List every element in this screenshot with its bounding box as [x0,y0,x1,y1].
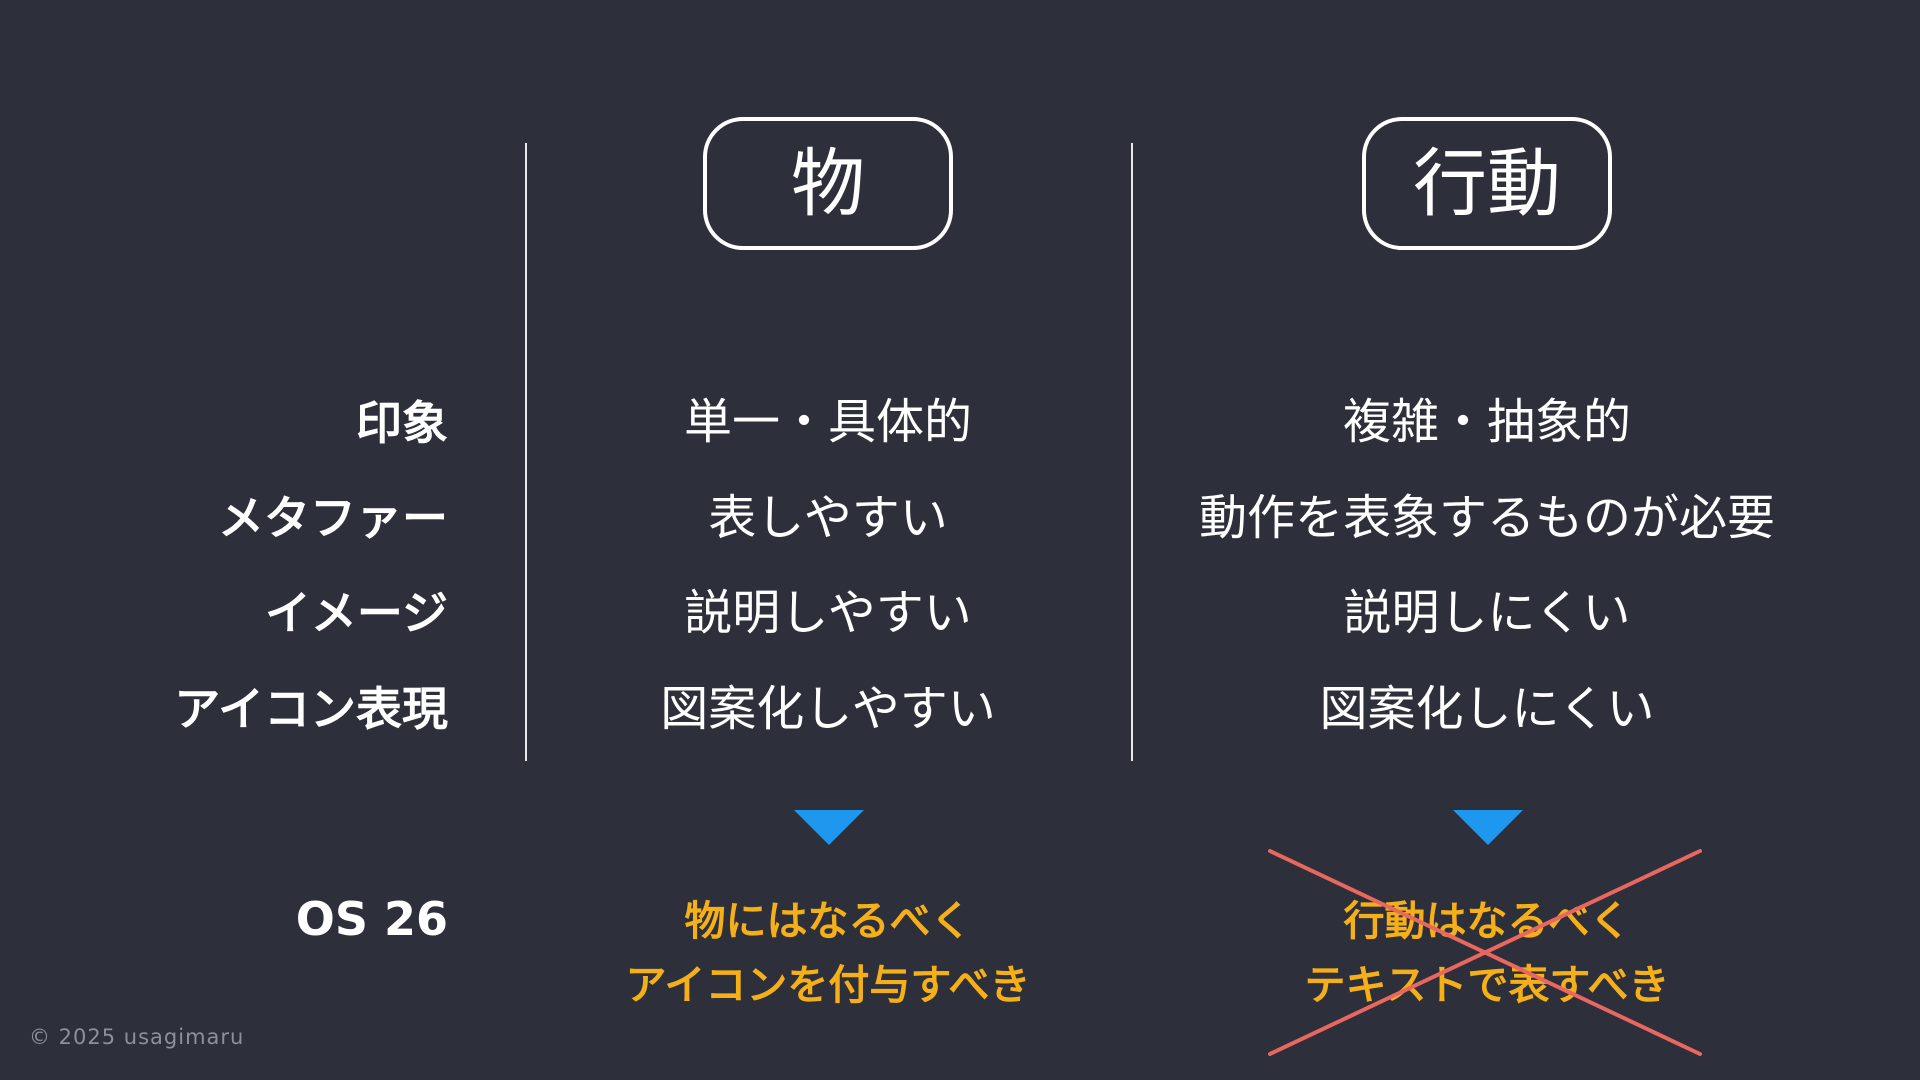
action-image: 説明しにくい [1343,585,1631,641]
row-label-metaphor: メタファー [218,491,448,545]
action-result-line2: テキストで表すべき [1304,961,1670,1009]
x-cross-icon [1268,849,1702,1056]
object-metaphor: 表しやすい [708,490,948,546]
copyright: © 2025 usagimaru [29,1025,245,1049]
object-icon: 図案化しやすい [660,681,996,737]
action-metaphor: 動作を表象するものが必要 [1198,490,1775,546]
action-impression: 複雑・抽象的 [1342,394,1631,450]
header-action: 行動 [1362,117,1612,250]
row-label-os: OS 26 [295,892,448,946]
object-impression: 単一・具体的 [683,394,972,450]
divider-right [1131,143,1133,761]
action-icon: 図案化しにくい [1319,681,1655,737]
row-label-impression: 印象 [356,396,448,450]
row-label-image: イメージ [264,586,448,640]
object-result: 物にはなるべく アイコンを付与すべき [508,889,1148,1017]
down-triangle-icon [1453,810,1523,845]
header-object: 物 [703,117,953,250]
object-image: 説明しやすい [684,585,972,641]
divider-left [525,143,527,761]
row-label-icon: アイコン表現 [174,682,448,736]
down-triangle-icon [794,810,864,845]
object-result-line2: アイコンを付与すべき [625,961,1031,1009]
object-result-line1: 物にはなるべく [684,897,972,945]
